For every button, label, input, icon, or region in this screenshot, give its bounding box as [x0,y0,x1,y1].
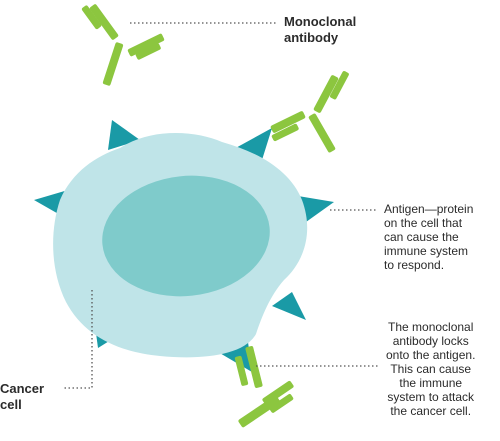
antigen-spike-lower-right [272,292,306,320]
cell-nucleus [102,175,270,297]
label-line: The monoclonal [388,320,474,334]
label-line: Antigen—protein [384,202,474,216]
label-line: the cancer cell. [390,404,472,418]
antibody-arm-right [313,75,339,113]
label-antibody-locks: The monoclonal antibody locks onto the a… [386,320,475,418]
label-line: antibody [284,30,339,45]
antibody-arm-right [127,33,165,57]
antibody-tip-right [135,43,161,60]
antibody-tip-left [81,5,102,30]
label-line: onto the antigen. [386,348,476,362]
label-monoclonal-antibody: Monoclonal antibody [284,14,356,46]
antibody-tip-left [234,355,249,386]
label-line: cell [0,397,22,412]
label-line: immune system [384,244,469,258]
leader-line-cancer-cell [64,290,93,389]
antibody-stem [308,113,336,153]
antibody-arm-left [89,4,119,40]
label-cancer-cell: Cancer cell [0,381,44,413]
antibody-icon [234,346,294,428]
antibody-arm-right [262,380,294,406]
antibody-stem [102,42,124,86]
label-line: Cancer [0,381,45,396]
antibody-icon [81,4,165,86]
label-antigen: Antigen—protein on the cell that can cau… [384,202,473,272]
leader-lines [64,22,380,389]
antibody-stem [238,395,281,428]
label-line: the immune [399,376,463,390]
label-line: system to attack [387,390,475,404]
label-line: on the cell that [384,216,463,230]
antibody-tip-left [271,123,299,142]
antibody-tip-right [330,71,349,100]
label-line: antibody locks [392,334,469,348]
label-line: to respond. [384,258,445,272]
antibody-arm-left [270,111,306,133]
antibody-arm-left [245,346,263,388]
label-line: Monoclonal [284,14,357,29]
label-line: This can cause [390,362,472,376]
antibody-tip-right [269,394,294,413]
antibody-icon [270,71,349,153]
antigen-spike-right [298,196,334,222]
label-line: can cause the [384,230,459,244]
